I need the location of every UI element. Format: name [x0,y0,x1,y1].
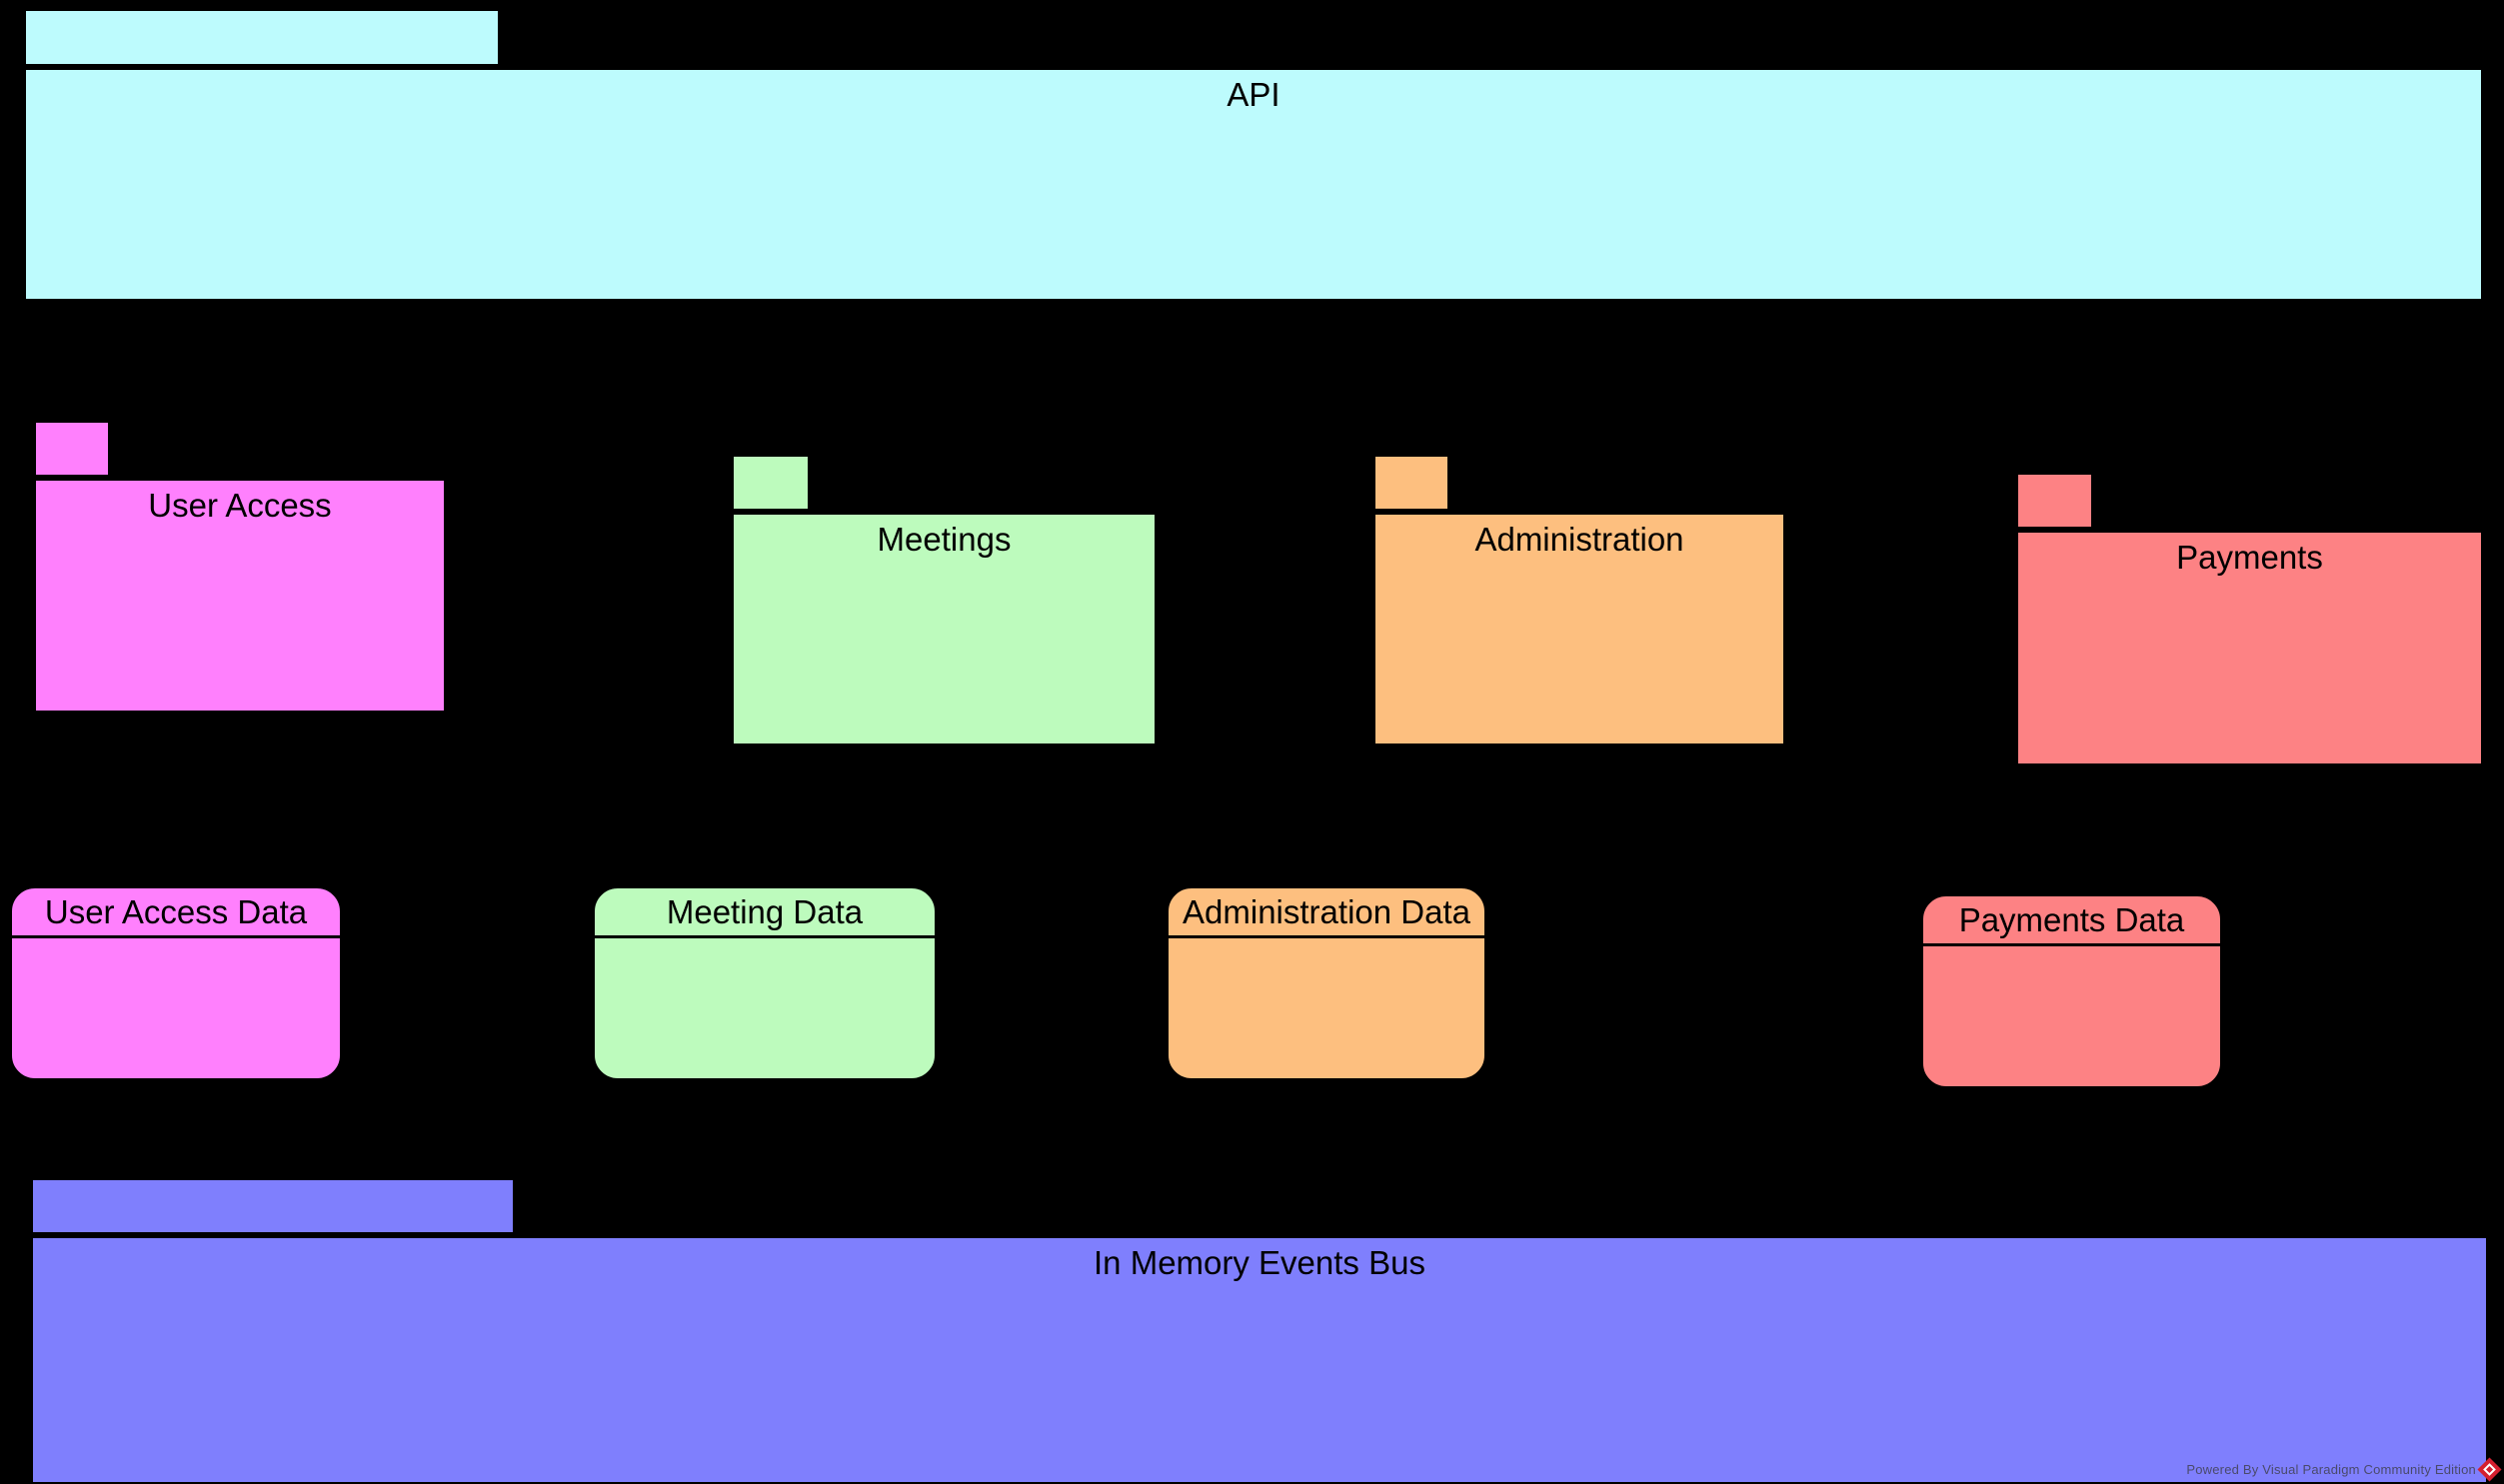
datastore-meeting-data[interactable]: Meeting Data [592,885,938,1081]
package-in-memory-events-bus[interactable]: In Memory Events Bus [30,1177,2489,1484]
package-tab-api [23,8,501,67]
datastore-label-administration-data: Administration Data [1169,888,1484,938]
datastore-administration-data[interactable]: Administration Data [1166,885,1487,1081]
datastore-label-meeting-data: Meeting Data [595,888,935,938]
package-body-administration [1372,512,1786,746]
package-meetings[interactable]: Meetings [731,454,1158,746]
package-tab-in-memory-events-bus [30,1177,516,1235]
package-body-in-memory-events-bus [30,1235,2489,1484]
datastore-label-payments-data: Payments Data [1923,896,2220,946]
package-body-payments [2015,530,2484,766]
package-tab-user-access [33,420,111,478]
package-administration[interactable]: Administration [1372,454,1786,746]
package-user-access[interactable]: User Access [33,420,447,714]
datastore-label-user-access-data: User Access Data [12,888,340,938]
datastore-user-access-data[interactable]: User Access Data [9,885,343,1081]
package-api[interactable]: API [23,8,2484,302]
package-tab-meetings [731,454,811,512]
package-body-meetings [731,512,1158,746]
package-tab-payments [2015,472,2094,530]
package-payments[interactable]: Payments [2015,472,2484,766]
package-tab-administration [1372,454,1450,512]
package-body-api [23,67,2484,302]
package-body-user-access [33,478,447,714]
datastore-payments-data[interactable]: Payments Data [1920,893,2223,1089]
